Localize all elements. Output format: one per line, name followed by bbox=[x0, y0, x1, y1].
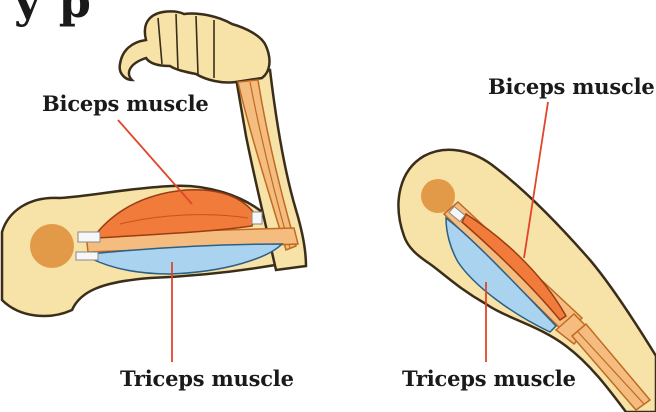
label-biceps-right: Biceps muscle bbox=[488, 74, 655, 99]
bent-arm-shoulder-joint bbox=[30, 224, 74, 268]
label-biceps-left: Biceps muscle bbox=[42, 91, 209, 116]
label-triceps-right: Triceps muscle bbox=[402, 366, 576, 391]
straight-arm-shoulder-joint bbox=[421, 179, 455, 213]
bent-arm-fist bbox=[120, 11, 270, 82]
label-triceps-left: Triceps muscle bbox=[120, 366, 294, 391]
bent-arm bbox=[2, 11, 306, 362]
